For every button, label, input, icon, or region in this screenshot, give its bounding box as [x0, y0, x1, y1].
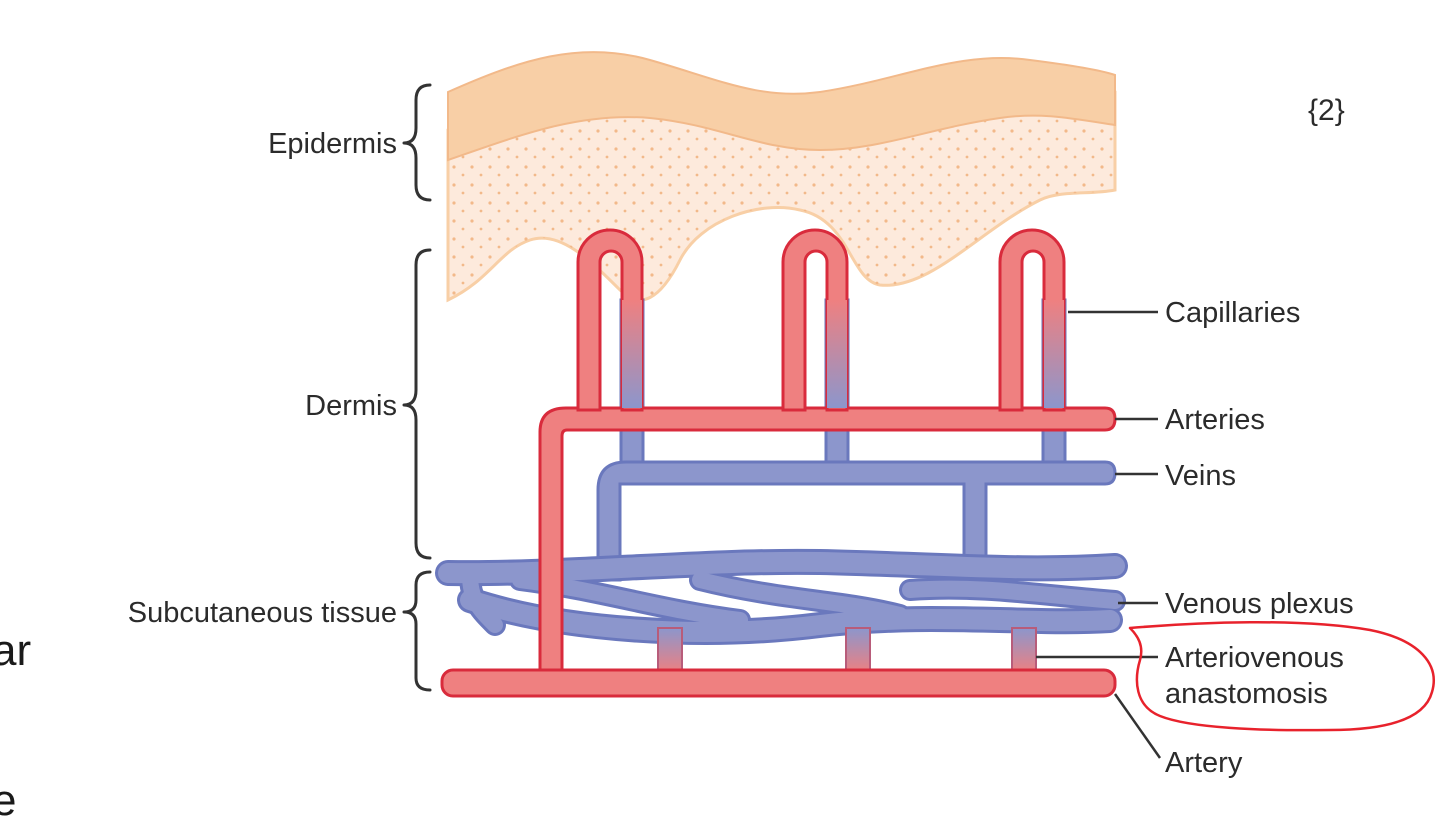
anastomosis-3	[1011, 627, 1037, 674]
veins-label: Veins	[1165, 460, 1236, 492]
artery-leader	[1113, 693, 1162, 759]
anastomosis-label-line1: Arteriovenous	[1165, 642, 1344, 674]
anastomosis-2	[845, 627, 871, 674]
reference-marker: {2}	[1308, 94, 1345, 127]
artery-main	[440, 668, 1117, 698]
capillary-gradient-1	[622, 300, 642, 408]
cropped-slide-text-2: e	[0, 776, 16, 825]
leader-lines	[1036, 310, 1162, 759]
arteries-group	[440, 406, 1117, 698]
epidermis-brace	[402, 83, 432, 202]
epidermis-outer-layer	[447, 51, 1116, 162]
venous-plexus-label: Venous plexus	[1165, 588, 1354, 620]
veins-group	[596, 298, 1117, 582]
arteries-label: Arteries	[1165, 404, 1265, 436]
capillary-loops	[576, 228, 1066, 412]
cropped-slide-text-1: ar	[0, 626, 31, 675]
anastomosis-1	[657, 627, 683, 674]
artery-label: Artery	[1165, 747, 1243, 779]
subcutaneous-brace	[402, 570, 432, 692]
arteriovenous-anastomoses	[657, 627, 1037, 674]
layer-braces	[402, 83, 432, 692]
capillary-gradient-2	[827, 300, 847, 408]
highlight-circle	[1128, 621, 1435, 732]
epidermis-label: Epidermis	[268, 128, 397, 160]
capillaries-label: Capillaries	[1165, 297, 1300, 329]
capillary-gradient-3	[1044, 300, 1064, 408]
dermis-brace	[402, 248, 432, 560]
veins-horizontal	[596, 460, 1117, 582]
subcutaneous-label: Subcutaneous tissue	[128, 597, 397, 629]
anastomosis-label-line2: anastomosis	[1165, 678, 1328, 710]
dermis-label: Dermis	[305, 390, 397, 422]
